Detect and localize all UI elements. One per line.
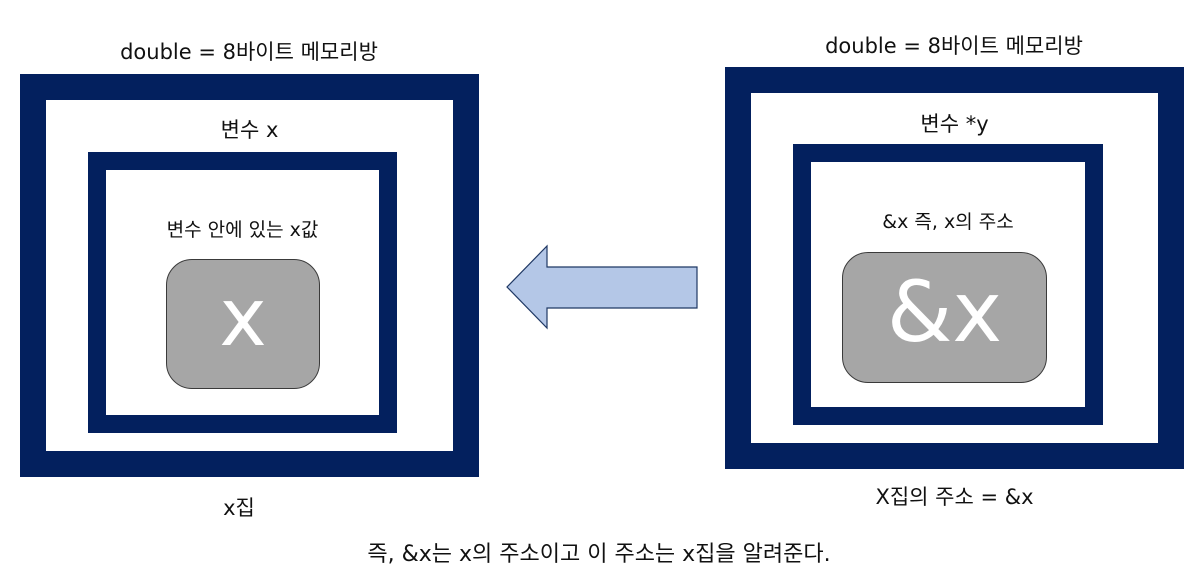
right-value-chip: &x xyxy=(842,252,1047,383)
right-chip-text: &x xyxy=(886,262,1003,361)
footer-note: 즉, &x는 x의 주소이고 이 주소는 x집을 알려준다. xyxy=(367,542,831,567)
left-chip-text: x xyxy=(219,271,267,364)
left-heading: double = 8바이트 메모리방 xyxy=(120,40,378,64)
left-variable-label: 변수 x xyxy=(220,118,279,142)
right-heading: double = 8바이트 메모리방 xyxy=(825,34,1083,58)
left-inner-label: 변수 안에 있는 x값 xyxy=(166,219,319,241)
right-caption: X집의 주소 = &x xyxy=(875,485,1034,509)
right-variable-label: 변수 *y xyxy=(920,112,989,136)
left-arrow-icon xyxy=(506,244,698,330)
left-value-chip: x xyxy=(166,259,320,389)
left-caption: x집 xyxy=(223,496,255,520)
right-inner-label: &x 즉, x의 주소 xyxy=(882,211,1014,233)
